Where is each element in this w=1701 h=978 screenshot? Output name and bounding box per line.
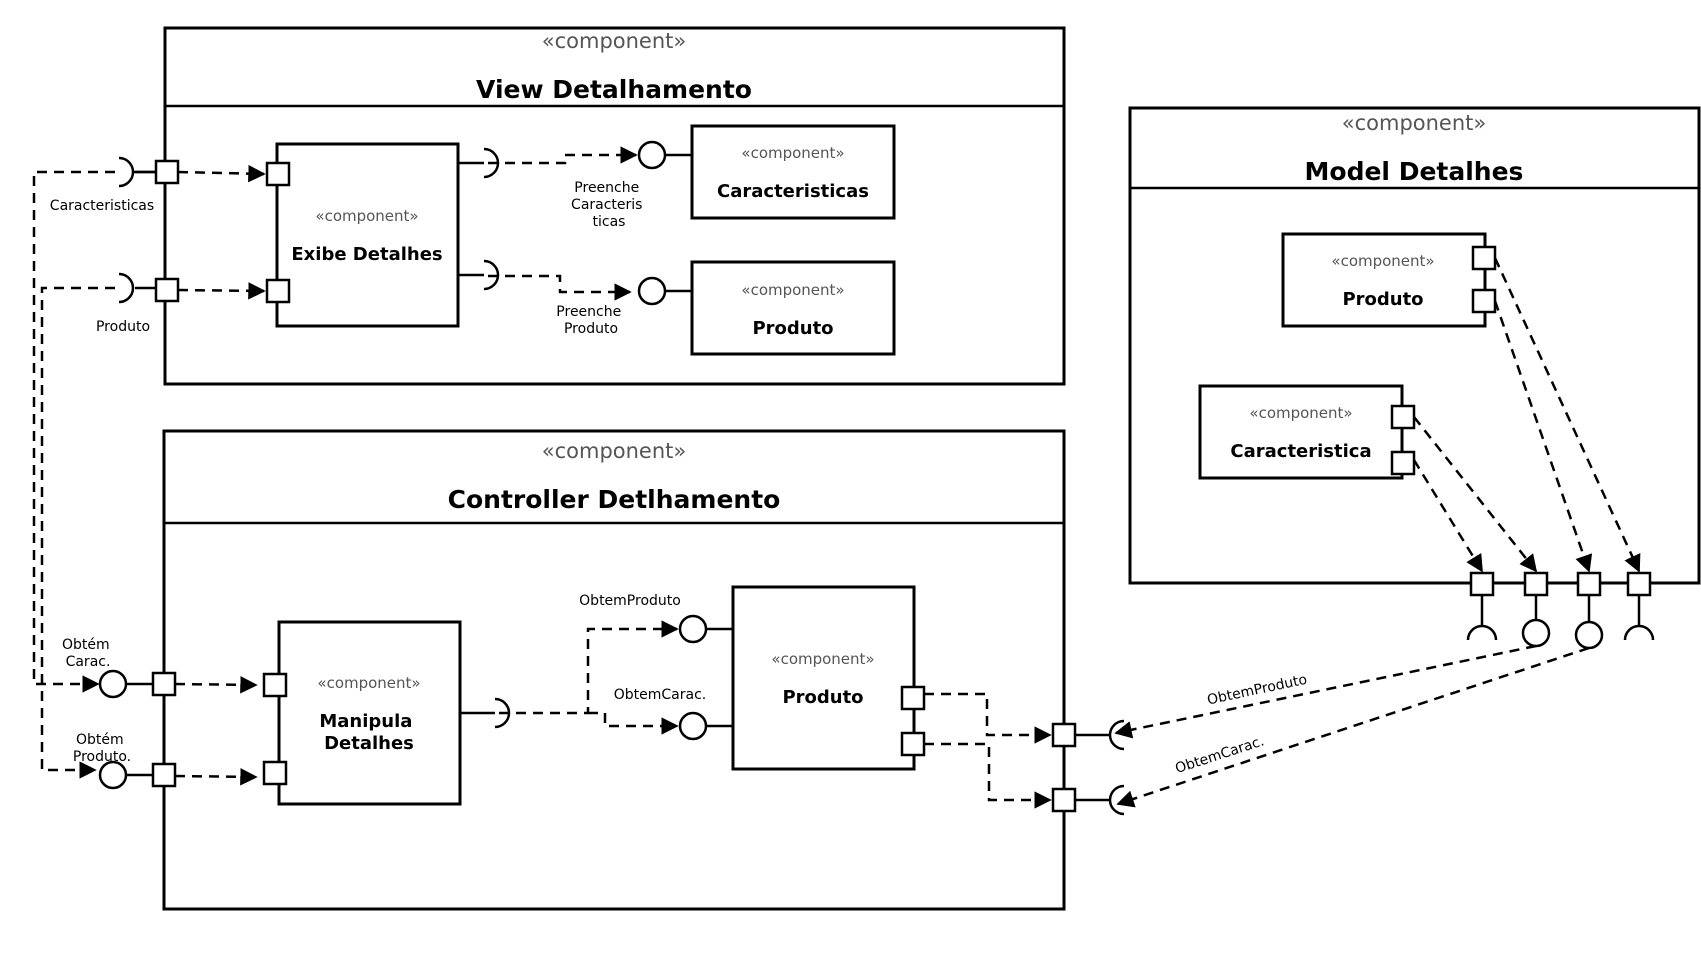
view-port-prod-label: Produto (96, 319, 150, 335)
socket-icon (1108, 784, 1125, 816)
ctrl-port-obtem-carac[interactable] (151, 671, 177, 697)
view-carac-stereotype: «component» (741, 144, 844, 162)
manipula-stereotype: «component» (317, 674, 420, 692)
model-prod-port-top[interactable] (1471, 245, 1497, 271)
model-produto-component[interactable]: «component» Produto (1281, 232, 1497, 328)
model-caracteristica-component[interactable]: «component» Caracteristica (1198, 384, 1416, 480)
controller-stereotype: «component» (542, 439, 687, 463)
model-detalhes-component[interactable]: «component» Model Detalhes (1128, 106, 1701, 585)
socket-icon (1623, 624, 1655, 641)
connector-obtem-produto-label: ObtemProduto (1206, 672, 1309, 709)
lollipop-icon (637, 140, 667, 170)
exibe-stereotype: «component» (315, 207, 418, 225)
connector-obtem-carac-label: ObtemCarac. (1173, 733, 1266, 777)
ctrl-prod-stereotype: «component» (771, 650, 874, 668)
model-prod-port-bottom[interactable] (1471, 288, 1497, 314)
socket-icon (118, 156, 135, 188)
exibe-title: Exibe Detalhes (291, 244, 442, 265)
ctrl-prod-port-top[interactable] (900, 685, 926, 711)
ctrl-port-obtem-prod[interactable] (151, 762, 177, 788)
model-carac-stereotype: «component» (1249, 404, 1352, 422)
lollipop-icon (98, 760, 128, 790)
view-caracteristicas-component[interactable]: «component» Caracteristicas (690, 124, 896, 220)
view-title: View Detalhamento (476, 75, 752, 104)
controller-produto-component[interactable]: «component» Produto (731, 585, 926, 771)
view-stereotype: «component» (542, 29, 687, 53)
lollipop-icon (637, 276, 667, 306)
model-prod-title: Produto (1342, 289, 1423, 310)
lollipop-icon (98, 669, 128, 699)
exibe-port-top[interactable] (265, 161, 291, 187)
model-prod-stereotype: «component» (1331, 252, 1434, 270)
view-produto-component[interactable]: «component» Produto (690, 260, 896, 356)
lollipop-icon (1574, 620, 1604, 650)
ctrl-port-right-top[interactable] (1051, 722, 1077, 748)
manipula-detalhes-component[interactable]: «component» Manipula Detalhes (262, 620, 462, 806)
controller-title: Controller Detlhamento (448, 485, 781, 514)
lollipop-icon (678, 711, 708, 741)
model-title: Model Detalhes (1305, 157, 1524, 186)
obtem-carac-left-label: Obtém Carac. (62, 637, 114, 670)
view-port-carac-label: Caracteristicas (50, 198, 154, 214)
ctrl-prod-title: Produto (782, 687, 863, 708)
ctrl-prod-port-bottom[interactable] (900, 731, 926, 757)
view-port-produto[interactable] (154, 277, 180, 303)
socket-icon (1108, 719, 1125, 751)
lollipop-icon (1521, 618, 1551, 648)
preenche-carac-label: Preenche Caracteris ticas (571, 180, 647, 230)
model-stereotype: «component» (1342, 111, 1487, 135)
socket-icon (118, 272, 135, 304)
socket-icon (1466, 624, 1498, 641)
obtem-prod-left-label: Obtém Produto. (73, 732, 131, 765)
model-bottom-port-2[interactable] (1523, 571, 1549, 597)
view-port-caracteristicas[interactable] (154, 159, 180, 185)
preenche-prod-label: Preenche Produto (556, 304, 625, 337)
model-bottom-port-1[interactable] (1469, 571, 1495, 597)
obtem-carac-label: ObtemCarac. (614, 687, 706, 703)
lollipop-icon (678, 614, 708, 644)
model-carac-port-top[interactable] (1390, 404, 1416, 430)
model-bottom-port-4[interactable] (1626, 571, 1652, 597)
manipula-title: Manipula Detalhes (319, 711, 418, 754)
manipula-port-bottom[interactable] (262, 760, 288, 786)
view-prod-title: Produto (752, 318, 833, 339)
view-carac-title: Caracteristicas (717, 181, 869, 202)
view-prod-stereotype: «component» (741, 281, 844, 299)
model-carac-port-bottom[interactable] (1390, 450, 1416, 476)
model-bottom-port-3[interactable] (1576, 571, 1602, 597)
ctrl-port-right-bottom[interactable] (1051, 787, 1077, 813)
obtem-produto-label: ObtemProduto (579, 593, 681, 609)
manipula-port-top[interactable] (262, 672, 288, 698)
exibe-port-bottom[interactable] (265, 278, 291, 304)
exibe-detalhes-component[interactable]: «component» Exibe Detalhes (265, 142, 460, 328)
model-carac-title: Caracteristica (1230, 441, 1371, 462)
